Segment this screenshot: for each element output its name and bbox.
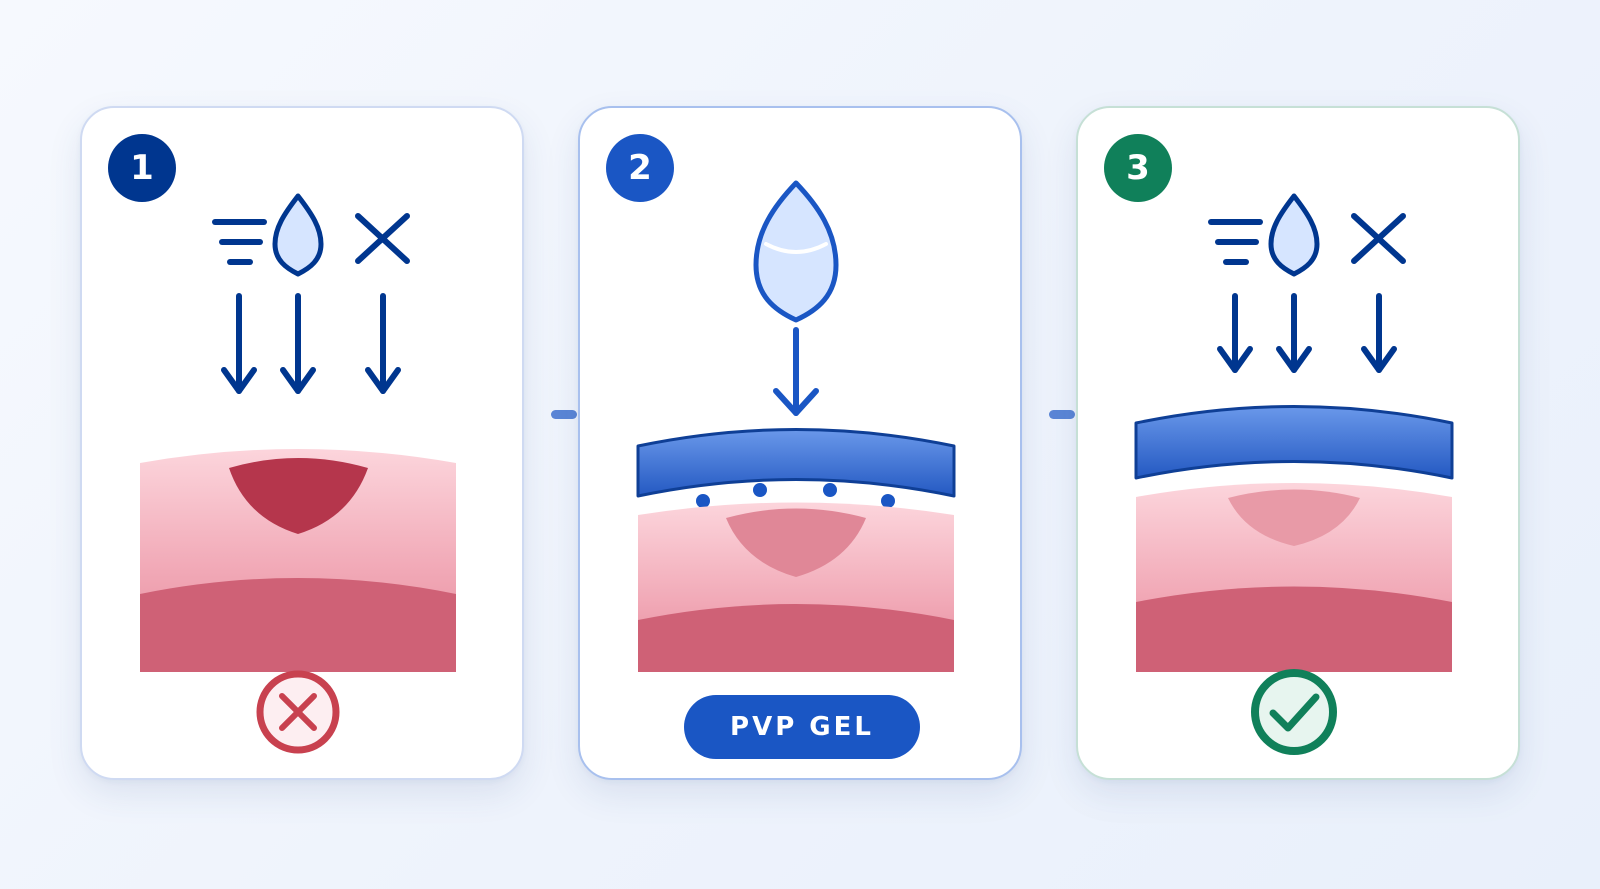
damaged-lesion (229, 458, 368, 534)
step-number-badge: 3 (1104, 134, 1172, 202)
gel-drop-icon (753, 180, 839, 323)
tissue-block (638, 502, 954, 672)
water-drop-icon (1268, 193, 1320, 277)
water-drop-icon (272, 193, 324, 277)
gel-label-pill: PVP GEL (684, 695, 920, 759)
healed-lesion (1228, 489, 1360, 546)
step-connector (551, 410, 577, 419)
wind-lines-icon (212, 219, 267, 265)
success-icon (1251, 669, 1337, 755)
down-arrow-icon (221, 293, 401, 394)
fail-icon (256, 670, 340, 754)
cross-icon (1351, 213, 1406, 264)
step-2-illustration (636, 180, 956, 672)
wind-lines-icon (1208, 219, 1263, 265)
protective-film-icon (1134, 405, 1454, 480)
cross-icon (355, 213, 410, 264)
step-card-1: 1 (80, 106, 524, 780)
tissue-block (140, 449, 456, 672)
protective-film-icon (636, 428, 956, 498)
step-card-2: 2 PVP GEL (578, 106, 1022, 780)
down-arrow-icon (1217, 293, 1397, 373)
down-arrow-icon (773, 327, 819, 416)
tissue-block (1136, 483, 1452, 672)
step-connector (1049, 410, 1075, 419)
step-3-illustration (1134, 193, 1454, 755)
step-number-badge: 1 (108, 134, 176, 202)
step-number-badge: 2 (606, 134, 674, 202)
gel-dots (696, 483, 895, 508)
healing-lesion (726, 508, 866, 577)
step-1-illustration (140, 193, 456, 754)
step-card-3: 3 (1076, 106, 1520, 780)
